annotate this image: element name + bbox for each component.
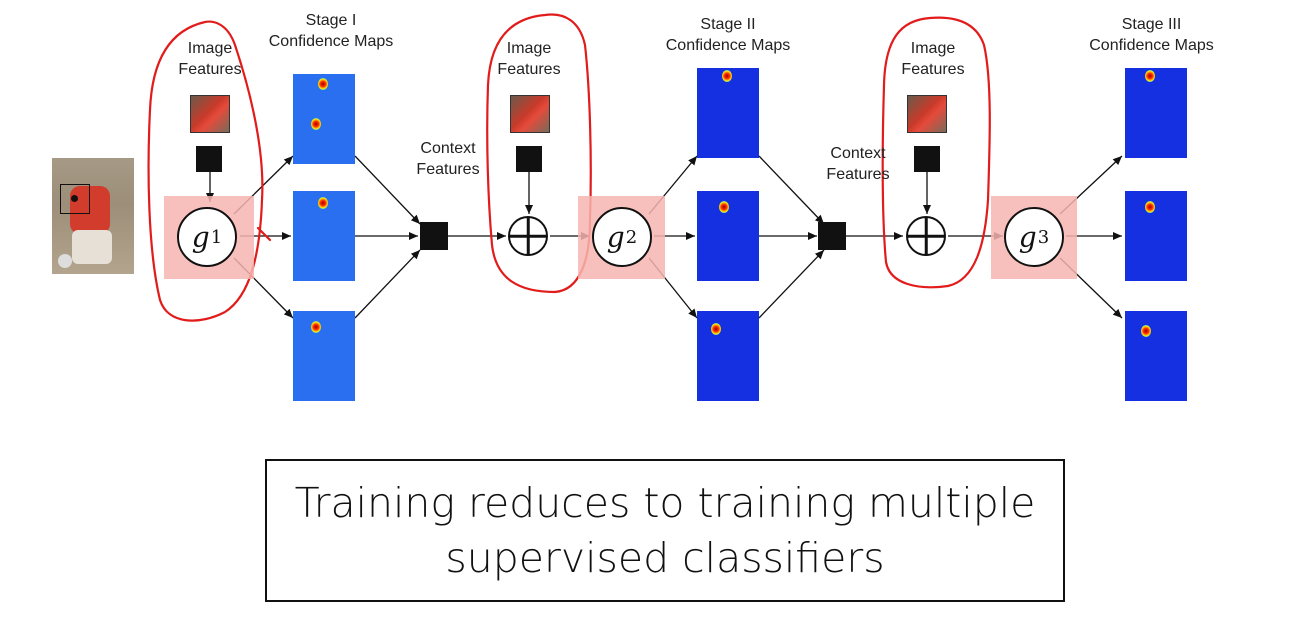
stage3-confidence-map-c	[1125, 311, 1187, 401]
image-features-thumb-1	[190, 95, 230, 133]
annotation-tick-1	[256, 226, 272, 242]
person-torso	[70, 186, 110, 234]
feature-extractor-block-2	[516, 146, 542, 172]
arrow-map2a-to-ctx2	[758, 155, 825, 225]
annotation-loop-1	[147, 20, 264, 322]
arrow-map1c-to-ctx1	[354, 249, 421, 319]
caption-line-2: supervised classifiers	[445, 533, 885, 582]
context-block-2	[818, 222, 846, 250]
stage3-confidence-map-a	[1125, 68, 1187, 158]
image-features-thumb-3	[907, 95, 947, 133]
context-block-1	[420, 222, 448, 250]
stage1-confidence-map-b	[293, 191, 355, 281]
stage2-confidence-map-b	[697, 191, 759, 281]
arrow-map1a-to-ctx1	[354, 155, 421, 225]
stage2-confidence-map-c	[697, 311, 759, 401]
stage2-confidence-map-a	[697, 68, 759, 158]
image-features-thumb-2	[510, 95, 550, 133]
input-person-image	[52, 158, 134, 274]
patch-box	[60, 184, 90, 214]
stage1-confidence-map-c	[293, 311, 355, 401]
arrow-map2c-to-ctx2	[758, 249, 825, 319]
stage3-confidence-map-b	[1125, 191, 1187, 281]
caption-box: Training reduces to training multiple su…	[265, 459, 1065, 602]
caption-line-1: Training reduces to training multiple	[294, 478, 1036, 527]
person-legs	[72, 230, 112, 264]
annotation-loop-3	[881, 16, 991, 289]
stage1-confidence-map-a	[293, 74, 355, 164]
combine-plus-icon-2	[906, 216, 946, 256]
soccer-ball	[58, 254, 72, 268]
feature-extractor-block-3	[914, 146, 940, 172]
feature-extractor-block-1	[196, 146, 222, 172]
patch-center-dot	[71, 195, 78, 202]
annotation-loop-2	[486, 13, 592, 294]
combine-plus-icon-1	[508, 216, 548, 256]
